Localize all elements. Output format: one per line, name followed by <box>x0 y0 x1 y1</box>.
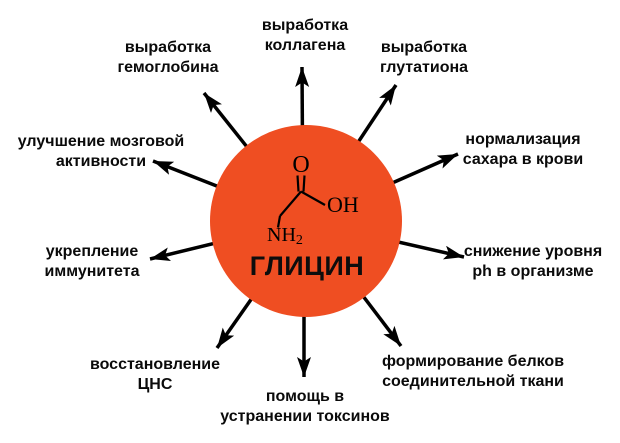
benefit-line: помощь в <box>265 388 345 405</box>
benefit-line: устранении токсинов <box>220 408 390 425</box>
glycine-title: ГЛИЦИН <box>249 251 365 281</box>
benefit-label-blood-sugar: нормализация сахара в крови <box>463 130 583 170</box>
amine-subscript: 2 <box>296 233 303 248</box>
benefit-label-collagen: выработка коллагена <box>262 16 348 56</box>
hydroxyl-label: OH <box>327 192 359 217</box>
benefit-line: выработка <box>261 17 349 34</box>
benefit-line: активности <box>55 153 147 170</box>
benefit-label-ph-level: снижение уровня ph в организме <box>464 242 602 282</box>
bond-c-ch2 <box>279 190 302 217</box>
benefit-line: снижение уровня <box>463 243 603 260</box>
benefit-line: нормализация <box>465 131 581 148</box>
benefit-line: восстановление <box>89 356 221 373</box>
benefit-line: сахара в крови <box>462 151 584 168</box>
benefit-label-immunity: укрепление иммунитета <box>45 242 140 282</box>
amine-nh: NH <box>267 224 296 246</box>
benefit-line: выработка <box>380 39 468 56</box>
benefit-line: ЦНС <box>137 376 173 393</box>
benefit-label-toxin-removal: помощь в устранении токсинов <box>220 387 389 427</box>
benefit-line: ph в организме <box>472 263 594 280</box>
benefit-line: иммунитета <box>44 263 140 280</box>
benefit-line: гемоглобина <box>117 59 219 76</box>
bond-double-left <box>296 175 300 192</box>
glycine-circle <box>210 125 402 317</box>
benefit-line: улучшение мозговой <box>17 133 185 150</box>
benefit-label-brain-activity: улучшение мозговой активности <box>18 132 185 172</box>
bond-double-right <box>302 175 306 192</box>
benefit-label-glutathione: выработка глутатиона <box>380 38 468 78</box>
benefit-line: соединительной ткани <box>382 373 564 390</box>
benefit-line: выработка <box>124 39 212 56</box>
benefit-label-connective-tissue: формирование белков соединительной ткани <box>382 352 564 392</box>
benefit-line: глутатиона <box>379 59 469 76</box>
glycine-molecule: O OH NH2 <box>267 152 359 248</box>
oxygen-label: O <box>292 152 309 178</box>
benefit-line: коллагена <box>264 37 346 54</box>
benefit-label-hemoglobin: выработка гемоглобина <box>117 38 218 78</box>
bond-c-oh <box>300 190 326 206</box>
amine-label: NH2 <box>267 224 303 248</box>
benefit-label-cns-recovery: восстановление ЦНС <box>90 355 220 395</box>
benefit-line: формирование белков <box>381 353 565 370</box>
benefit-line: укрепление <box>45 243 139 260</box>
bond-ch2-n <box>276 215 282 228</box>
